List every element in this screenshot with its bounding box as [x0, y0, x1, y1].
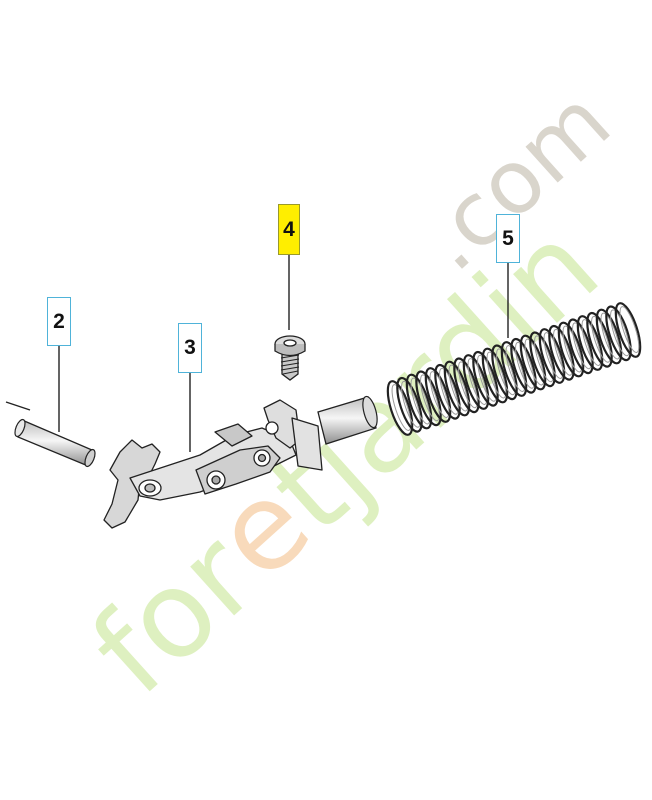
callout-5[interactable]: 5 — [496, 214, 520, 263]
spring-coil — [500, 341, 528, 397]
spring-coil — [576, 315, 604, 371]
spring-coil — [434, 363, 461, 420]
part-3-lever — [103, 399, 323, 529]
plunger-rod — [317, 395, 378, 445]
spring-coil-shade — [448, 364, 469, 412]
spring-coil-shade — [562, 325, 583, 373]
spring-coil-shade — [543, 332, 564, 379]
spring-coil — [491, 344, 518, 401]
spring-coil — [519, 334, 547, 391]
spring-coil-shade — [486, 351, 507, 399]
spring-coil-shade — [610, 309, 630, 357]
spring-coil — [557, 321, 585, 378]
spring-coil — [529, 331, 556, 388]
spring-coil — [415, 370, 442, 427]
spring-coil-shade — [534, 335, 554, 383]
spring-coil — [510, 337, 537, 394]
spring-coil — [405, 373, 433, 430]
spring-coil-shade — [477, 354, 497, 402]
spring-coil-shade — [581, 319, 602, 366]
spring-coil-shade — [591, 315, 611, 363]
spring-coil-shade — [467, 358, 488, 405]
spring-coil — [424, 367, 452, 423]
spring-coil-shade — [420, 374, 440, 422]
spring-coil-shade — [429, 371, 450, 418]
spring-coil-shade — [572, 322, 592, 370]
part-2-pin — [14, 418, 96, 468]
spring-coil-shade — [496, 348, 516, 396]
spring-coil-shade — [458, 361, 478, 409]
part-4-screw — [274, 335, 306, 381]
spring-coil-shade — [410, 377, 431, 425]
callout-3-label: 3 — [184, 336, 196, 359]
spring-coil — [595, 308, 623, 365]
spring-coil-shade — [515, 341, 535, 389]
spring-coil — [614, 302, 642, 358]
spring-coil — [462, 354, 490, 410]
spring-coil-shade — [524, 338, 545, 386]
callout-4-label: 4 — [283, 217, 295, 241]
spring-coil — [443, 360, 471, 417]
callout-3[interactable]: 3 — [178, 323, 202, 373]
part-5-spring — [386, 302, 642, 436]
leader-lines — [5, 255, 509, 452]
spring-coil-shade — [553, 328, 573, 376]
spring-coil — [453, 357, 480, 414]
spring-coil-shade — [401, 380, 421, 428]
spring-coil-shade — [505, 345, 526, 392]
spring-coil — [567, 318, 594, 375]
spring-coil — [605, 305, 632, 362]
spring-coil — [548, 324, 575, 381]
callout-4[interactable]: 4 — [278, 204, 300, 255]
spring-coil-shade — [619, 306, 640, 353]
spring-coil — [586, 311, 613, 368]
spring-coil-shade — [439, 367, 459, 415]
spring-coil — [538, 328, 566, 384]
spring-coil-shade — [600, 312, 621, 360]
spring-coil — [396, 376, 423, 433]
callout-2[interactable]: 2 — [47, 297, 71, 346]
spring-coil — [481, 347, 509, 404]
spring-coil-shade — [391, 384, 412, 431]
callout-2-label: 2 — [53, 309, 65, 333]
callout-5-label: 5 — [502, 226, 514, 250]
spring-coil — [472, 350, 499, 407]
